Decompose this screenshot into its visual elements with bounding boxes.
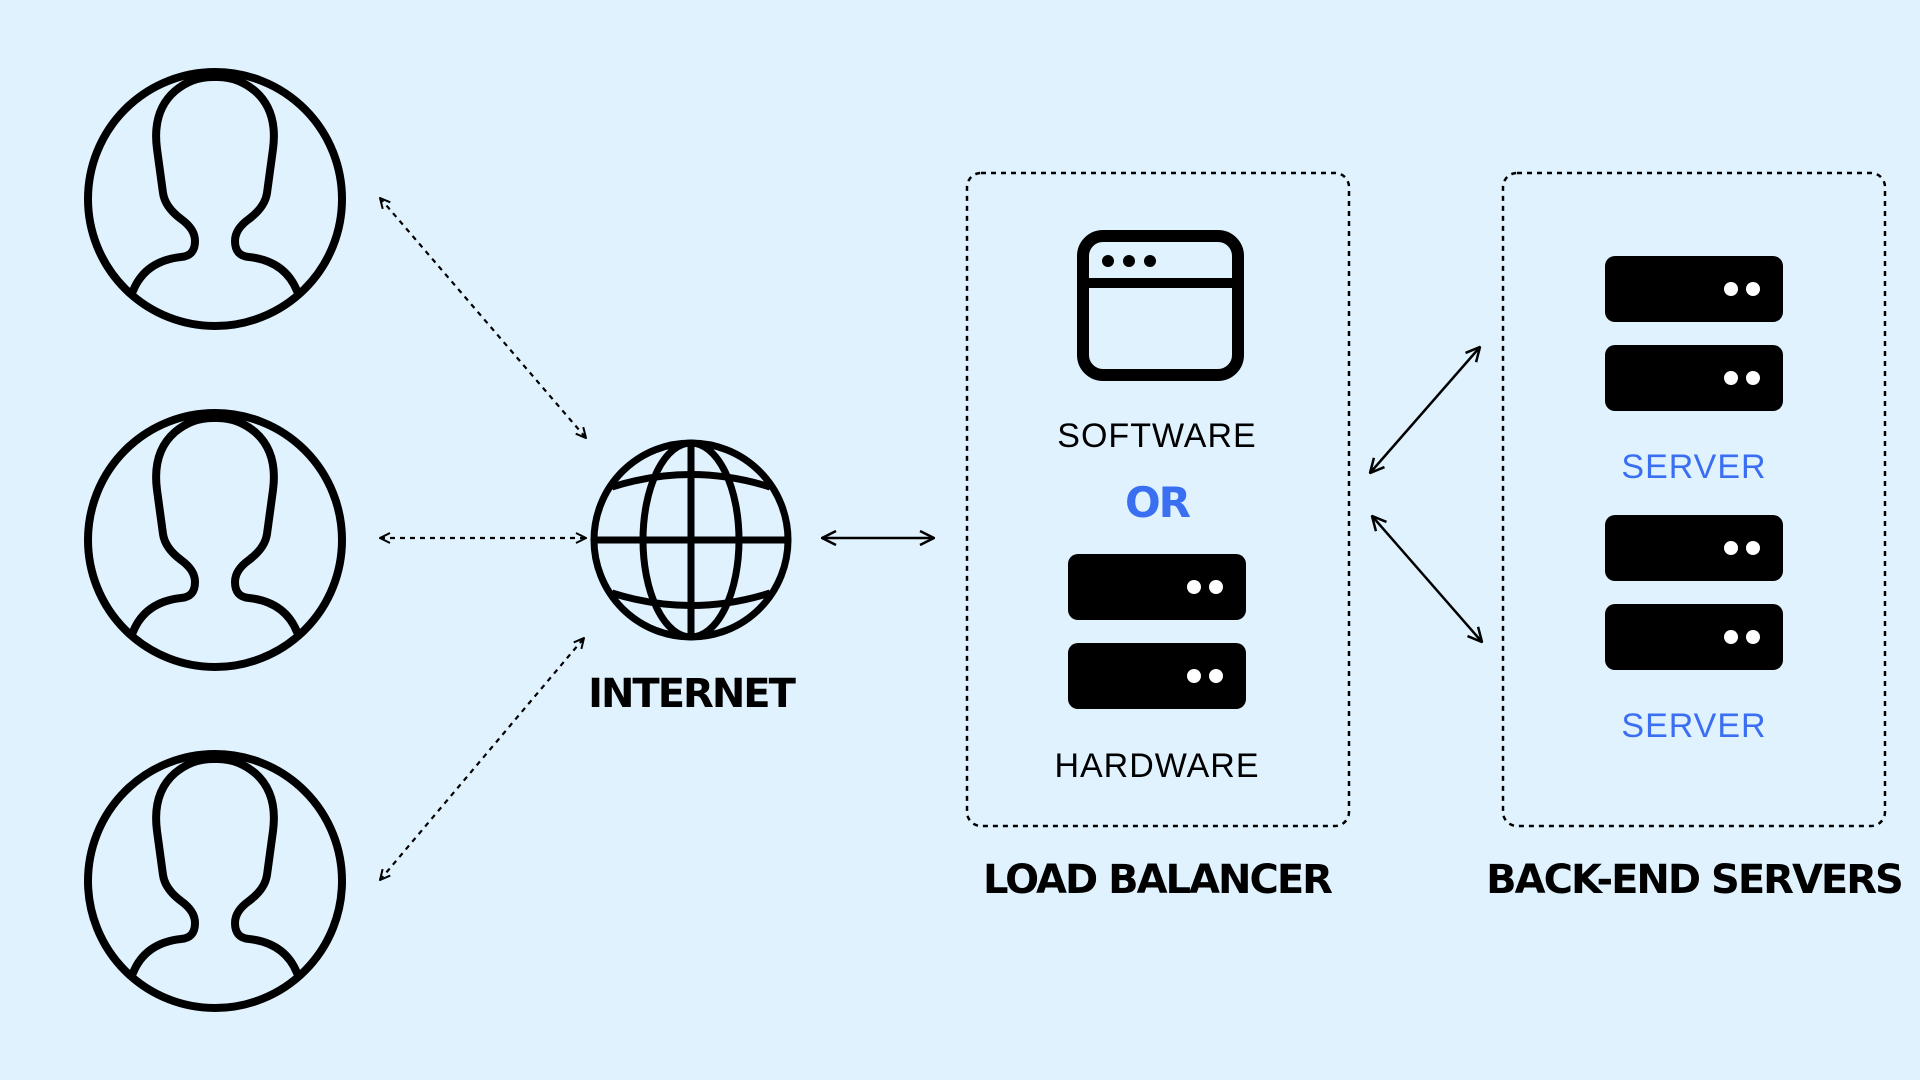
user-icon [88, 413, 342, 667]
server-rack-icon [1068, 554, 1246, 709]
internet-label: INTERNET [588, 671, 797, 717]
load-balancer-label: LOAD BALANCER [983, 857, 1332, 903]
globe-icon [590, 439, 792, 641]
connection-arrow [1372, 516, 1482, 642]
load-balancer-box [965, 171, 1351, 828]
software-label: SOFTWARE [1057, 417, 1256, 455]
connection-arrow [380, 638, 584, 880]
backend-servers-box [1501, 171, 1887, 828]
connection-arrow [380, 198, 586, 438]
server-rack-icon [1605, 256, 1783, 411]
server-label: SERVER [1621, 448, 1766, 486]
user-icon [88, 754, 342, 1008]
backend-servers-label: BACK-END SERVERS [1486, 857, 1902, 903]
or-label: OR [1125, 478, 1191, 527]
connection-arrow [1370, 347, 1480, 473]
server-rack-icon [1605, 515, 1783, 670]
user-icon [88, 72, 342, 326]
server-label: SERVER [1621, 707, 1766, 745]
browser-window-icon [1077, 230, 1244, 381]
hardware-label: HARDWARE [1054, 747, 1259, 785]
